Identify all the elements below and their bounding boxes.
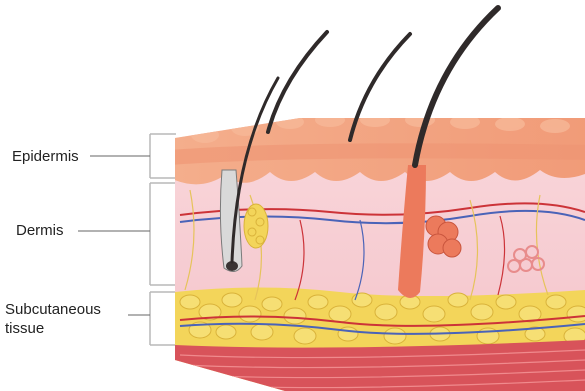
epidermis-label: Epidermis [12, 147, 79, 166]
leader-lines [78, 156, 150, 315]
subcutaneous-bracket [150, 292, 176, 345]
muscle-layer [175, 340, 585, 391]
layer-brackets [150, 134, 176, 345]
dermis-bracket [150, 183, 176, 285]
sebaceous-gland-left [244, 204, 268, 248]
dermis-label: Dermis [16, 221, 64, 240]
subcutaneous-tissue-label: Subcutaneous tissue [5, 300, 101, 338]
epidermis-bracket [150, 134, 176, 178]
